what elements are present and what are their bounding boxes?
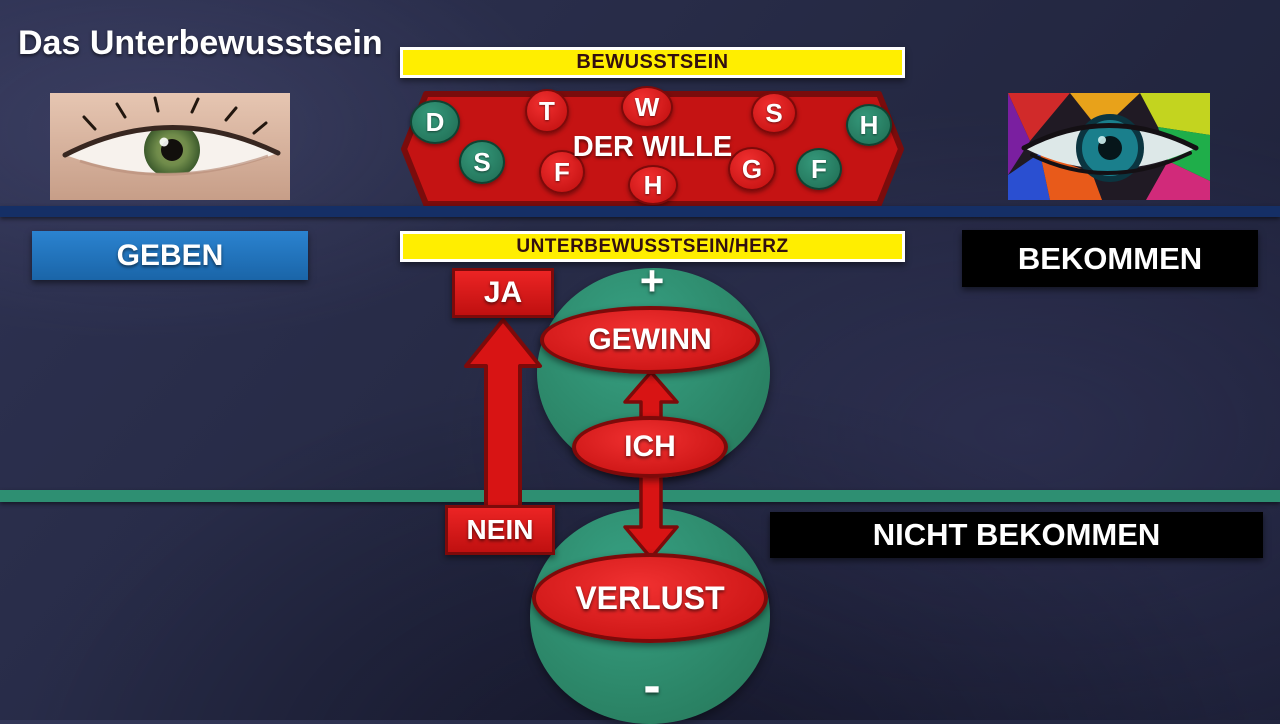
bekommen-box: BEKOMMEN [962,230,1258,287]
geben-box: GEBEN [32,231,308,280]
letter-circle: G [728,147,776,191]
unterbewusstsein-banner: UNTERBEWUSSTSEIN/HERZ [400,231,905,262]
letter-circle: S [459,140,505,184]
green-divider-line [0,490,1280,502]
letter-circle: D [410,100,460,144]
nein-box: NEIN [445,505,555,555]
plus-sign: + [639,257,665,304]
right-eye-art-icon [1008,93,1210,200]
letter-circle: S [751,92,797,134]
letter-circle: W [621,86,673,128]
blue-divider-line [0,206,1280,217]
nicht-bekommen-box: NICHT BEKOMMEN [770,512,1263,558]
letter-circle: H [846,104,892,146]
left-eye-photo-icon [50,93,290,200]
minus-sign: - [643,657,661,715]
bewusstsein-banner: BEWUSSTSEIN [400,47,905,78]
gewinn-ellipse: GEWINN [540,306,760,374]
page-title: Das Unterbewusstsein [18,24,383,62]
verlust-ellipse: VERLUST [532,553,768,643]
ich-ellipse: ICH [572,416,728,478]
letter-circle: H [628,165,678,205]
der-wille-label: DER WILLE [572,130,733,163]
arrow-nein-to-ja [464,318,542,516]
letter-circle: T [525,89,569,133]
letter-circle: F [796,148,842,190]
ja-box: JA [452,268,554,318]
letter-circle: F [539,150,585,194]
